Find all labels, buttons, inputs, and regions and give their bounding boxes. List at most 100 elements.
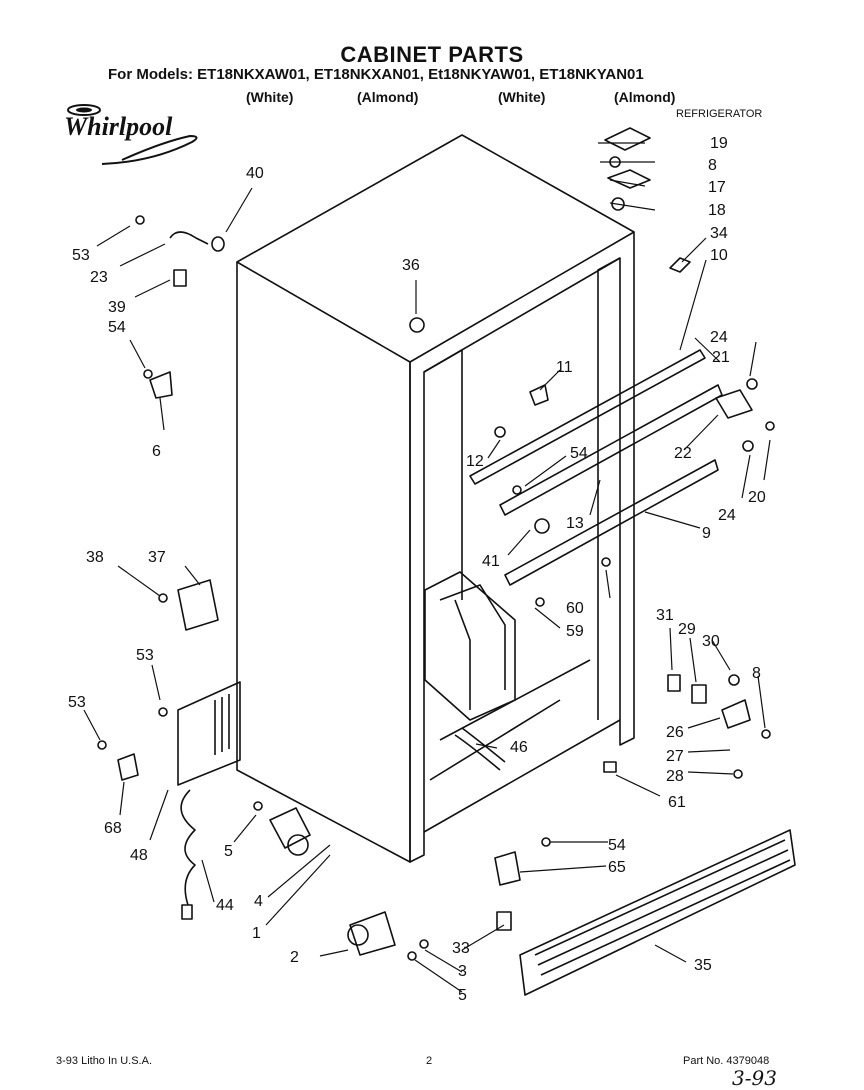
logo-wordmark: Whirlpool xyxy=(64,112,173,141)
part-6-clip xyxy=(149,371,173,399)
callout-48: 48 xyxy=(130,847,148,864)
whirlpool-logo: Whirlpool xyxy=(62,102,202,172)
top-hinge-cover xyxy=(604,127,651,151)
callout-53: 53 xyxy=(68,694,86,711)
callout-60: 60 xyxy=(566,600,584,617)
print-info: 3-93 Litho In U.S.A. xyxy=(56,1055,152,1067)
page-number: 2 xyxy=(426,1055,433,1067)
callout-18: 18 xyxy=(708,202,726,219)
part-23-tube xyxy=(169,231,209,245)
callout-34: 34 xyxy=(710,225,728,242)
cabinet-top xyxy=(236,134,635,363)
page-title: CABINET PARTS xyxy=(340,42,524,67)
callout-37: 37 xyxy=(148,549,166,566)
callout-8: 8 xyxy=(752,665,761,682)
part-68-clip xyxy=(117,753,139,781)
callout-54: 54 xyxy=(108,319,126,336)
callout-53: 53 xyxy=(72,247,90,264)
part-11-clip xyxy=(529,384,549,406)
model-color-2: (Almond) xyxy=(357,89,419,105)
part-41-plug xyxy=(534,518,550,534)
callout-9: 9 xyxy=(702,525,711,542)
part-29 xyxy=(691,684,707,704)
part-26-hinge xyxy=(721,699,751,729)
callout-33: 33 xyxy=(452,940,470,957)
callout-35: 35 xyxy=(694,957,712,974)
callout-17: 17 xyxy=(708,179,726,196)
callout-36: 36 xyxy=(402,257,420,274)
cabinet-liner xyxy=(423,257,621,720)
rail-10 xyxy=(469,349,706,485)
cabinet-left-side xyxy=(236,262,411,863)
part-44-cord xyxy=(180,789,196,906)
logo-swirl-graphic xyxy=(67,104,198,165)
callout-29: 29 xyxy=(678,621,696,638)
callout-24: 24 xyxy=(710,329,728,346)
callout-11: 11 xyxy=(556,359,573,376)
part-number: Part No. 4379048 xyxy=(683,1055,770,1067)
callout-5: 5 xyxy=(224,843,233,860)
callout-54: 54 xyxy=(608,837,626,854)
cabinet-front-frame xyxy=(409,232,635,863)
callout-68: 68 xyxy=(104,820,122,837)
callout-61: 61 xyxy=(668,794,686,811)
part-36-plug xyxy=(409,317,425,333)
callout-2: 2 xyxy=(290,949,299,966)
callout-31: 31 xyxy=(656,607,674,624)
hinge-bracket-21 xyxy=(715,389,753,419)
part-40-nut xyxy=(211,236,225,252)
callout-13: 13 xyxy=(566,515,584,532)
handwritten-date: 3-93 xyxy=(732,1066,777,1090)
callout-24: 24 xyxy=(718,507,736,524)
callout-20: 20 xyxy=(748,489,766,506)
callout-23: 23 xyxy=(90,269,108,286)
callout-26: 26 xyxy=(666,724,684,741)
callout-41: 41 xyxy=(482,553,500,570)
callout-38: 38 xyxy=(86,549,104,566)
rail-13 xyxy=(499,384,723,516)
part-65-bracket xyxy=(494,851,521,886)
callout-22: 22 xyxy=(674,445,692,462)
callout-3: 3 xyxy=(458,963,467,980)
callout-10: 10 xyxy=(710,247,728,264)
callout-27: 27 xyxy=(666,748,684,765)
callout-5: 5 xyxy=(458,987,467,1004)
callout-6: 6 xyxy=(152,443,161,460)
part-48-shield xyxy=(177,681,241,786)
callout-53: 53 xyxy=(136,647,154,664)
callout-54: 54 xyxy=(570,445,588,462)
part-34-plug xyxy=(669,257,691,273)
callout-4: 4 xyxy=(254,893,263,910)
callout-44: 44 xyxy=(216,897,234,914)
callout-40: 40 xyxy=(246,165,264,182)
callout-39: 39 xyxy=(108,299,126,316)
model-color-4: (Almond) xyxy=(614,89,676,105)
part-39-sleeve xyxy=(173,269,187,287)
part-37-relay xyxy=(177,579,219,631)
part-31 xyxy=(667,674,681,692)
callout-46: 46 xyxy=(510,739,528,756)
callout-21: 21 xyxy=(712,349,730,366)
category-label: REFRIGERATOR xyxy=(676,108,763,120)
part-33-clip xyxy=(496,911,512,931)
model-color-3: (White) xyxy=(498,89,546,105)
callout-8: 8 xyxy=(708,157,717,174)
drain-trough xyxy=(454,734,501,771)
part-61 xyxy=(603,761,617,773)
part-4-roller xyxy=(269,807,311,849)
model-list: For Models: ET18NKXAW01, ET18NKXAN01, Et… xyxy=(108,66,644,83)
callout-30: 30 xyxy=(702,633,720,650)
callout-59: 59 xyxy=(566,623,584,640)
callout-65: 65 xyxy=(608,859,626,876)
evaporator-cover xyxy=(424,571,516,721)
rail-9 xyxy=(504,459,719,586)
top-hinge-bracket xyxy=(607,169,651,189)
callout-12: 12 xyxy=(466,453,484,470)
callout-19: 19 xyxy=(710,135,728,152)
callout-1: 1 xyxy=(252,925,261,942)
part-35-toe-grille xyxy=(519,829,796,996)
part-2-roller xyxy=(349,911,396,956)
model-color-1: (White) xyxy=(246,89,294,105)
callout-28: 28 xyxy=(666,768,684,785)
